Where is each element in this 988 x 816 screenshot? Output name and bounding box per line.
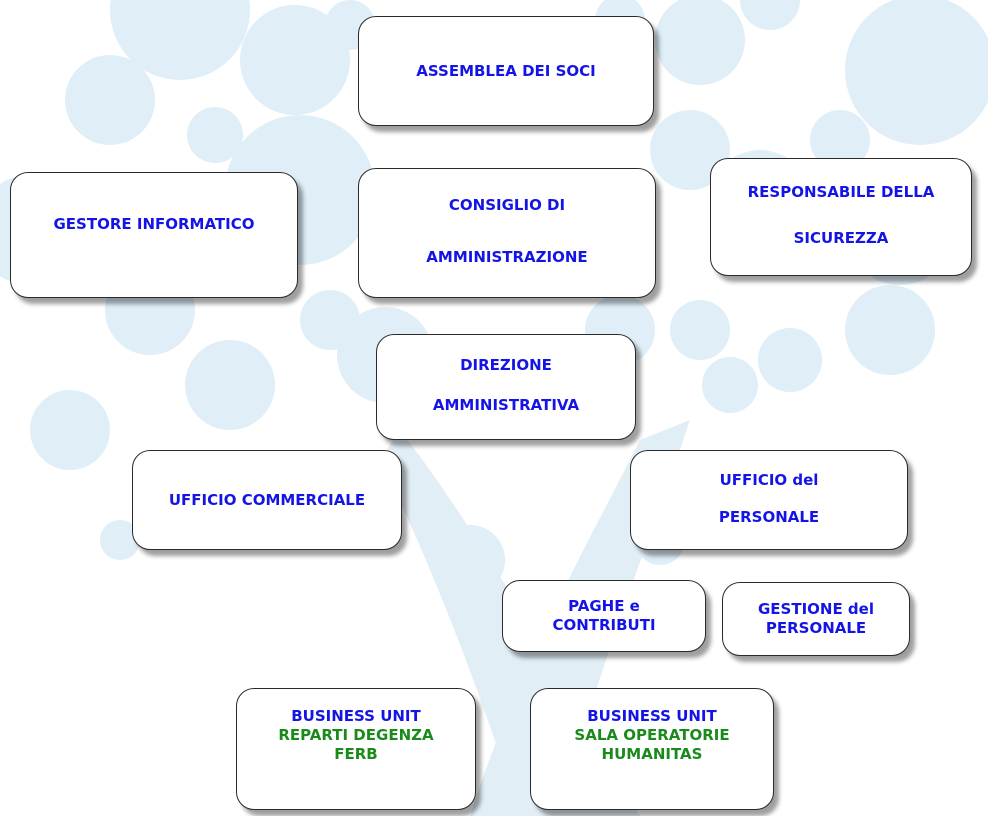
personale-label-line2: PERSONALE: [718, 507, 820, 526]
sicurezza-label-line1: RESPONSABILE DELLA: [747, 183, 935, 201]
business-unit-sala-operatorie-box: BUSINESS UNIT SALA OPERATORIE HUMANITAS: [530, 688, 774, 810]
gestore-label: GESTORE INFORMATICO: [53, 215, 255, 233]
consiglio-label-line2: AMMINISTRAZIONE: [426, 248, 588, 266]
direzione-label-line2: AMMINISTRATIVA: [432, 396, 580, 414]
consiglio-di-amministrazione-box: CONSIGLIO DI AMMINISTRAZIONE: [358, 168, 656, 298]
bu-sala-label-line2: SALA OPERATORIE: [574, 726, 730, 744]
paghe-e-contributi-box: PAGHE e CONTRIBUTI: [502, 580, 706, 652]
assemblea-dei-soci-box: ASSEMBLEA DEI SOCI: [358, 16, 654, 126]
assemblea-label: ASSEMBLEA DEI SOCI: [416, 62, 596, 80]
paghe-label-line2: CONTRIBUTI: [552, 616, 656, 634]
ufficio-commerciale-box: UFFICIO COMMERCIALE: [132, 450, 402, 550]
bu-degenza-label-line2: REPARTI DEGENZA: [278, 726, 434, 744]
ufficio-del-personale-box: UFFICIO del PERSONALE: [630, 450, 908, 550]
commerciale-label: UFFICIO COMMERCIALE: [168, 491, 366, 509]
sicurezza-label-line2: SICUREZZA: [793, 229, 889, 247]
bu-degenza-label-line1: BUSINESS UNIT: [291, 707, 421, 725]
gestore-informatico-box: GESTORE INFORMATICO: [10, 172, 298, 298]
bu-degenza-label-line3: FERB: [334, 745, 378, 763]
business-unit-reparti-degenza-box: BUSINESS UNIT REPARTI DEGENZA FERB: [236, 688, 476, 810]
gestione-label-line2: PERSONALE: [765, 619, 867, 637]
personale-label-line1: UFFICIO del: [719, 470, 819, 489]
consiglio-label-line1: CONSIGLIO DI: [448, 196, 566, 214]
responsabile-sicurezza-box: RESPONSABILE DELLA SICUREZZA: [710, 158, 972, 276]
direzione-label-line1: DIREZIONE: [460, 356, 552, 374]
bu-sala-label-line3: HUMANITAS: [601, 745, 703, 763]
gestione-del-personale-box: GESTIONE del PERSONALE: [722, 582, 910, 656]
gestione-label-line1: GESTIONE del: [757, 600, 874, 618]
bu-sala-label-line1: BUSINESS UNIT: [587, 707, 717, 725]
paghe-label-line1: PAGHE e: [568, 597, 640, 615]
direzione-amministrativa-box: DIREZIONE AMMINISTRATIVA: [376, 334, 636, 440]
